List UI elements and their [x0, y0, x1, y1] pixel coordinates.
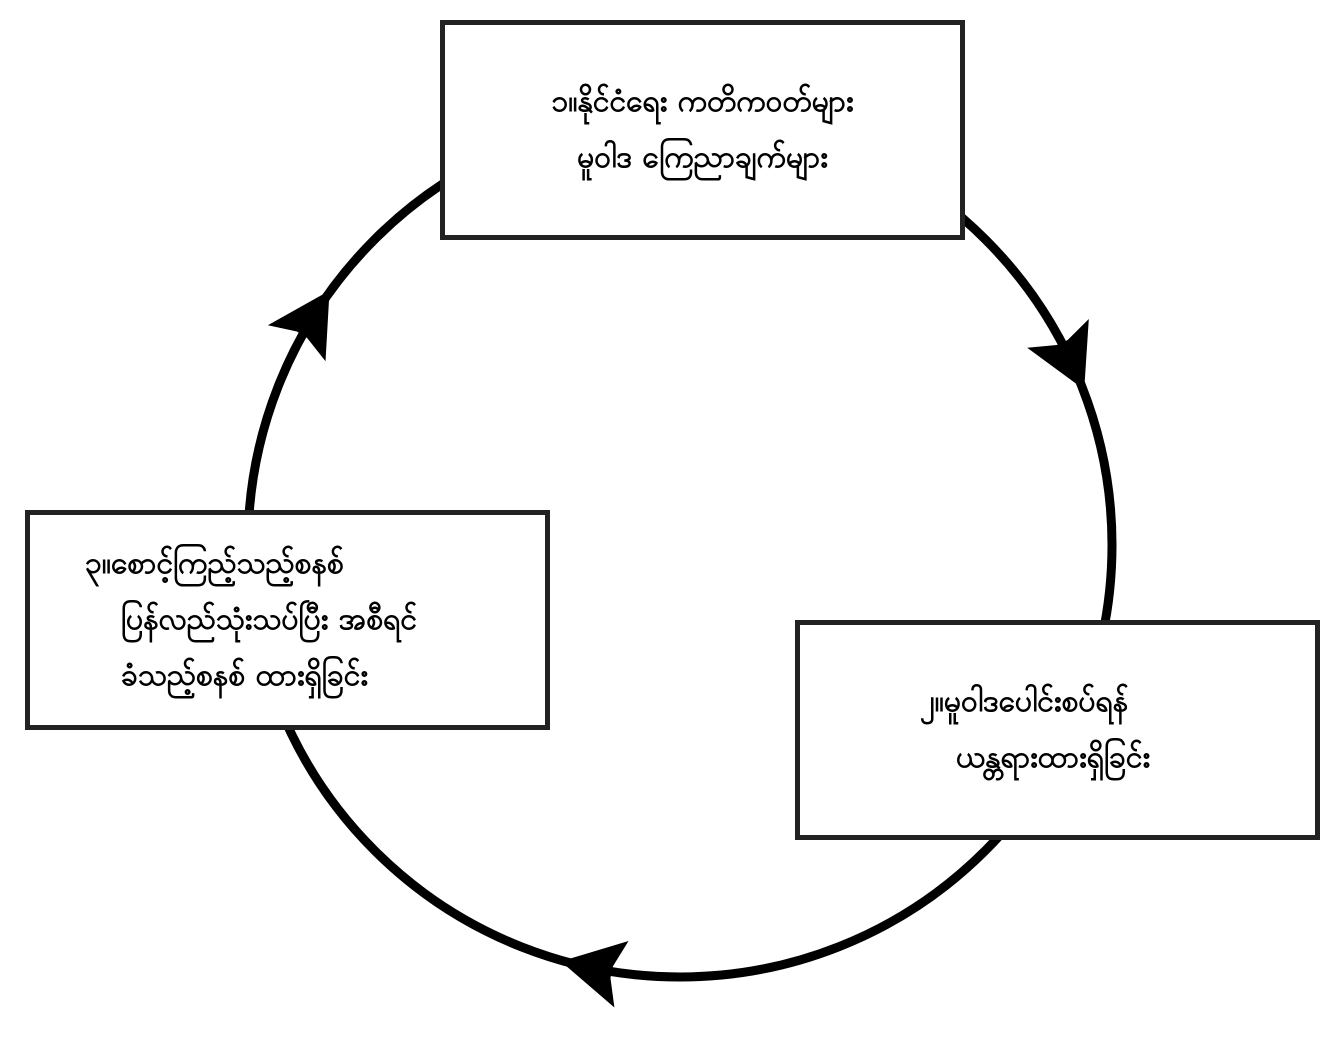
arrowhead-shape: [1027, 319, 1089, 390]
step-2-line-2: ယန္တရားထားရှိခြင်း: [956, 740, 1151, 775]
step-2-line-1: ၂။မူဝါဒပေါင်းစပ်ရန်: [920, 684, 1129, 719]
step-3-box: ၃။စောင့်ကြည့်သည့်စနစ် ပြန်လည်သုံးသပ်ပြီး…: [25, 510, 550, 730]
step-1-box: ၁။နိုင်ငံရေး ကတိကဝတ်များ မူဝါဒ ကြေညာချက်…: [440, 20, 965, 240]
arrowhead-icon: [560, 940, 629, 1008]
arrowhead-icon: [1027, 319, 1089, 390]
step-3-line-2: ပြန်လည်သုံးသပ်ပြီး အစီရင်: [121, 602, 418, 637]
arrowhead-icon: [267, 290, 330, 362]
arrow-layer: [267, 290, 1089, 1008]
step-1-line-2: မူဝါဒ ကြေညာချက်များ: [577, 140, 828, 175]
step-3-line-1: ၃။စောင့်ကြည့်သည့်စနစ်: [85, 546, 344, 581]
arrowhead-shape: [267, 290, 330, 362]
step-3-line-3: ခံသည့်စနစ် ထားရှိခြင်း: [121, 658, 368, 693]
arrowhead-shape: [560, 940, 629, 1008]
step-1-line-1: ၁။နိုင်ငံရေး ကတိကဝတ်များ: [551, 84, 854, 119]
step-2-box: ၂။မူဝါဒပေါင်းစပ်ရန် ယန္တရားထားရှိခြင်း: [795, 620, 1320, 840]
